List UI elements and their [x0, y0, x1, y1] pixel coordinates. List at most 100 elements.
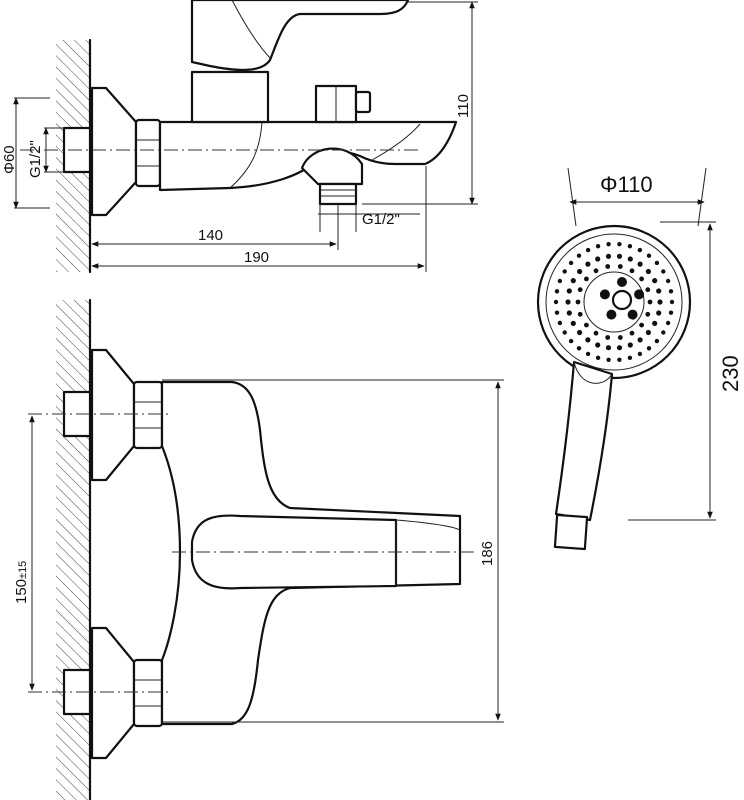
nozzle-dot [668, 310, 674, 315]
nozzle-dot [606, 357, 611, 362]
nozzle-dot [605, 264, 611, 269]
nozzle-dot [637, 247, 643, 253]
nozzle-dot [617, 357, 622, 362]
nozzle-dot [585, 261, 591, 267]
shower-outlet [300, 147, 364, 186]
dim-diameter-110: Φ110 [600, 172, 653, 197]
nozzle-pattern [553, 242, 675, 362]
nozzle-dot [629, 268, 635, 274]
lever-handle-side [190, 0, 410, 72]
nozzle-dot [554, 289, 560, 294]
nozzle-dot [570, 278, 576, 284]
nozzle-dot [593, 330, 599, 336]
nozzle-dot [656, 288, 662, 294]
nozzle-dot [585, 351, 591, 357]
escutcheon-lower [90, 626, 136, 760]
dim-length-190: 190 [244, 249, 269, 266]
nozzle-dot [652, 278, 658, 284]
nozzle-dot [665, 278, 671, 284]
nozzle-dot [661, 269, 666, 274]
nozzle-dot [562, 269, 567, 274]
shower-handle [554, 360, 614, 522]
nut-lower [132, 658, 164, 728]
nozzle-dot [585, 337, 591, 343]
nozzle-dot [606, 242, 611, 247]
nozzle-center-dot [606, 309, 617, 320]
nozzle-dot [654, 260, 660, 266]
nozzle-dot [668, 289, 674, 294]
nozzle-dot [576, 346, 582, 351]
nozzle-dot [568, 260, 574, 266]
nozzle-dot [616, 345, 623, 351]
nozzle-dot [584, 276, 589, 282]
nozzle-dot [577, 311, 583, 317]
plan-view: 150±15 186 [13, 298, 504, 800]
nozzle-dot [568, 338, 574, 344]
nozzle-dot [629, 330, 635, 336]
nozzle-dot [627, 355, 633, 360]
nozzle-dot [570, 320, 576, 326]
nozzle-dot [645, 311, 651, 317]
nozzle-dot [585, 247, 591, 253]
nozzle-dot [605, 253, 612, 259]
nozzle-dot [639, 276, 644, 282]
shower-connector [553, 513, 589, 551]
nozzle-dot [605, 345, 612, 351]
dim-diameter-60: Φ60 [1, 145, 18, 174]
nozzle-dot [562, 330, 567, 335]
cartridge-housing [190, 70, 270, 124]
nozzle-dot [595, 355, 601, 360]
dim-inlet-thread: G1/2" [27, 140, 44, 178]
nozzle-dot [637, 261, 643, 267]
nozzle-dot [657, 299, 663, 305]
nozzle-dot [565, 299, 571, 305]
nozzle-dot [557, 278, 563, 284]
nozzle-dot [661, 330, 666, 335]
escutcheon-side [90, 86, 138, 217]
nozzle-dot [577, 268, 583, 275]
nozzle-dot [554, 310, 560, 315]
dim-depth-186: 186 [479, 541, 496, 566]
nozzle-center-dot [599, 289, 610, 300]
nozzle-dot [656, 310, 662, 316]
nozzle-dot [553, 299, 559, 305]
dim-distance-150: 150±15 [13, 561, 30, 604]
mixer-body-side [158, 120, 458, 192]
nozzle-dot [627, 342, 633, 348]
nozzle-dot [595, 342, 601, 348]
nozzle-dot [654, 338, 660, 344]
nozzle-dot [669, 299, 675, 305]
dim-length-140: 140 [198, 227, 223, 244]
nozzle-dot [595, 244, 601, 249]
nozzle-dot [645, 329, 652, 336]
escutcheon-upper [90, 348, 136, 482]
nozzle-dot [627, 244, 633, 249]
nozzle-center-dot [617, 277, 627, 287]
nut-upper [132, 380, 164, 450]
hand-shower: Φ110 230 [536, 167, 743, 551]
nozzle-dot [593, 268, 599, 274]
nozzle-dot [637, 351, 643, 357]
nozzle-dot [616, 253, 623, 259]
side-view: Φ60 G1/2" 110 G1/2" 140 190 [1, 0, 478, 274]
dim-length-230: 230 [718, 355, 743, 392]
nozzle-dot [646, 253, 652, 258]
nozzle-center-dot [627, 309, 638, 320]
dim-height-110: 110 [455, 94, 472, 118]
nozzle-dot [639, 322, 644, 328]
eccentric-nut-side [134, 118, 162, 188]
nozzle-dot [647, 299, 653, 305]
nozzle-dot [576, 253, 582, 258]
nozzle-dot [646, 346, 652, 351]
nozzle-dot [575, 299, 581, 305]
nozzle-dot [645, 268, 652, 275]
nozzle-dot [584, 322, 589, 328]
nozzle-dot [605, 335, 611, 340]
nozzle-dot [557, 320, 563, 326]
outlet-thread [318, 182, 358, 206]
dim-outlet-thread: G1/2" [362, 211, 400, 228]
nozzle-dot [665, 320, 671, 326]
nozzle-dot [637, 337, 643, 343]
nozzle-dot [652, 320, 658, 326]
